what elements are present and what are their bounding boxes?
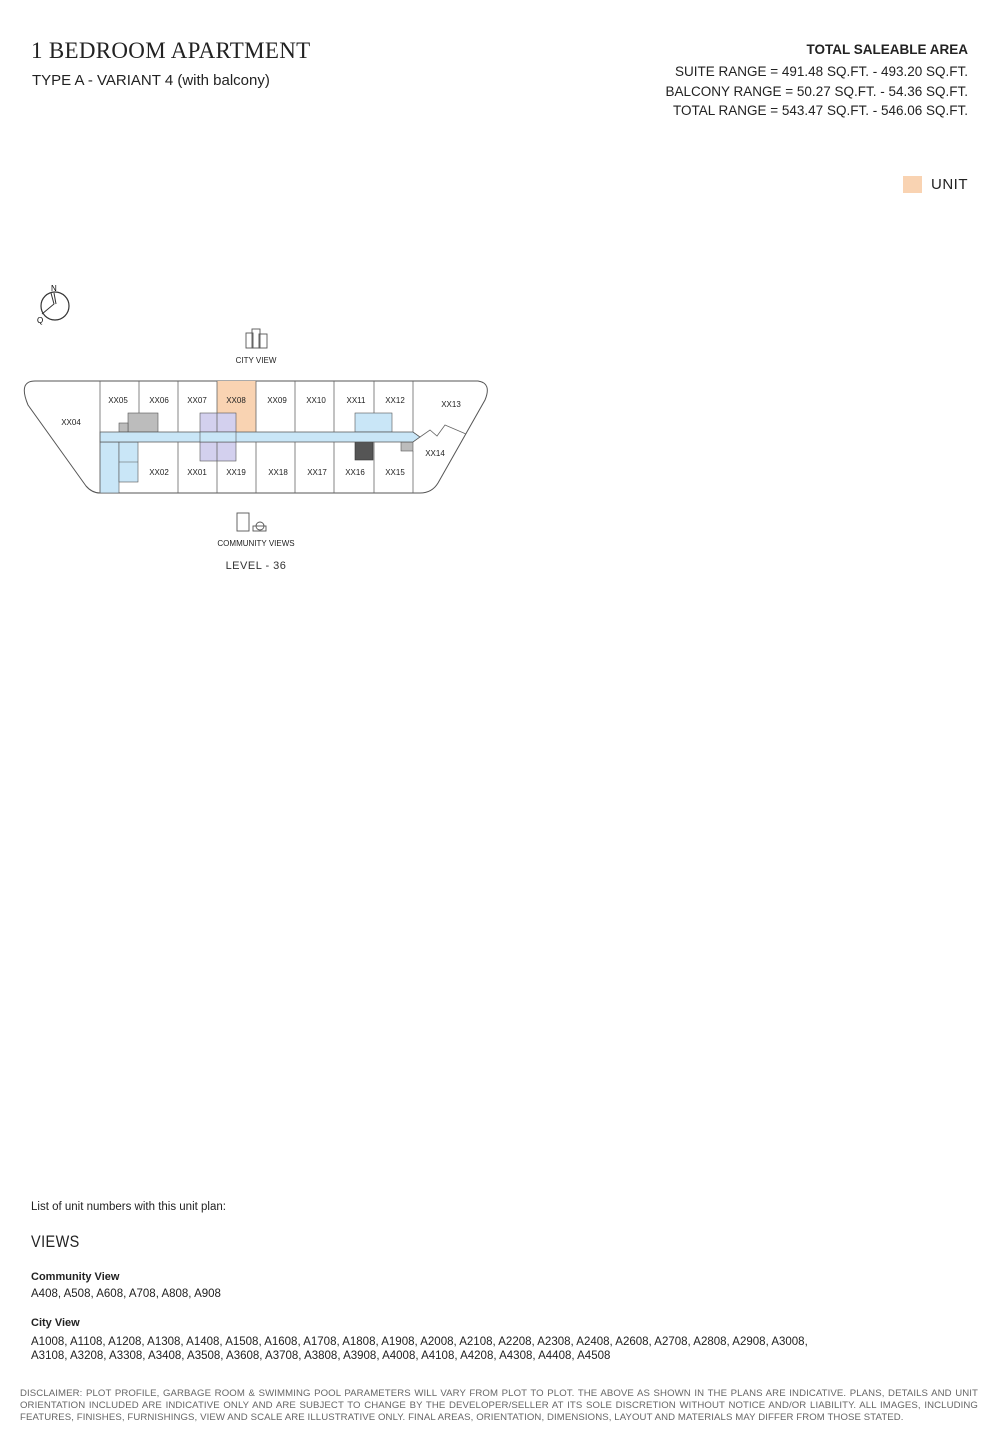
unit-xx05: XX05 xyxy=(108,396,128,405)
compass-n: N xyxy=(51,284,57,293)
floor-plan: N Q CITY VIEW COMMUNITY VIEWS LEVEL - 36 xyxy=(23,284,488,572)
unit-xx07: XX07 xyxy=(187,396,207,405)
page-subtitle: TYPE A - VARIANT 4 (with balcony) xyxy=(32,72,270,89)
disclaimer: DISCLAIMER: PLOT PROFILE, GARBAGE ROOM &… xyxy=(20,1388,978,1423)
city-view-units-line2: A3108, A3208, A3308, A3408, A3508, A3608… xyxy=(31,1350,611,1362)
views-heading: VIEWS xyxy=(31,1232,80,1251)
unit-xx06: XX06 xyxy=(149,396,169,405)
community-view-heading: Community View xyxy=(31,1271,120,1283)
units-list-intro: List of unit numbers with this unit plan… xyxy=(31,1201,226,1213)
community-view-units: A408, A508, A608, A708, A808, A908 xyxy=(31,1288,221,1300)
unit-xx18: XX18 xyxy=(268,468,288,477)
unit-xx04: XX04 xyxy=(61,418,81,427)
unit-xx12: XX12 xyxy=(385,396,405,405)
unit-xx13: XX13 xyxy=(441,400,461,409)
unit-xx17: XX17 xyxy=(307,468,327,477)
community-view-icon xyxy=(236,512,267,532)
unit-xx01: XX01 xyxy=(187,468,207,477)
unit-xx11: XX11 xyxy=(347,396,367,405)
unit-xx09: XX09 xyxy=(267,396,287,405)
community-views-label: COMMUNITY VIEWS xyxy=(217,539,294,548)
unit-xx19: XX19 xyxy=(226,468,246,477)
suite-range: SUITE RANGE = 491.48 SQ.FT. - 493.20 SQ.… xyxy=(675,64,968,80)
unit-xx10: XX10 xyxy=(306,396,326,405)
legend-unit-label: UNIT xyxy=(931,176,968,193)
legend-unit-swatch xyxy=(903,176,922,193)
unit-xx14: XX14 xyxy=(425,449,445,458)
compass-q: Q xyxy=(37,316,43,325)
unit-xx02: XX02 xyxy=(149,468,169,477)
page-title: 1 BEDROOM APARTMENT xyxy=(31,38,311,63)
total-range: TOTAL RANGE = 543.47 SQ.FT. - 546.06 SQ.… xyxy=(673,102,968,118)
unit-xx15: XX15 xyxy=(385,468,405,477)
saleable-area: TOTAL SALEABLE AREA SUITE RANGE = 491.48… xyxy=(666,40,969,120)
legend: UNIT xyxy=(903,176,968,193)
balcony-range: BALCONY RANGE = 50.27 SQ.FT. - 54.36 SQ.… xyxy=(665,83,969,99)
compass-icon: N Q xyxy=(37,284,70,325)
level-label: LEVEL - 36 xyxy=(226,560,287,572)
city-view-label: CITY VIEW xyxy=(236,356,277,365)
corridor xyxy=(99,431,421,443)
city-view-icon xyxy=(245,328,268,349)
unit-xx16: XX16 xyxy=(345,468,365,477)
area-heading: TOTAL SALEABLE AREA xyxy=(806,42,968,57)
unit-xx08: XX08 xyxy=(226,396,246,405)
city-view-heading: City View xyxy=(31,1317,80,1329)
city-view-units-line1: A1008, A1108, A1208, A1308, A1408, A1508… xyxy=(31,1336,808,1348)
unit-labels: XX04 XX05 XX06 XX07 XX08 XX09 XX10 XX11 … xyxy=(61,396,461,477)
